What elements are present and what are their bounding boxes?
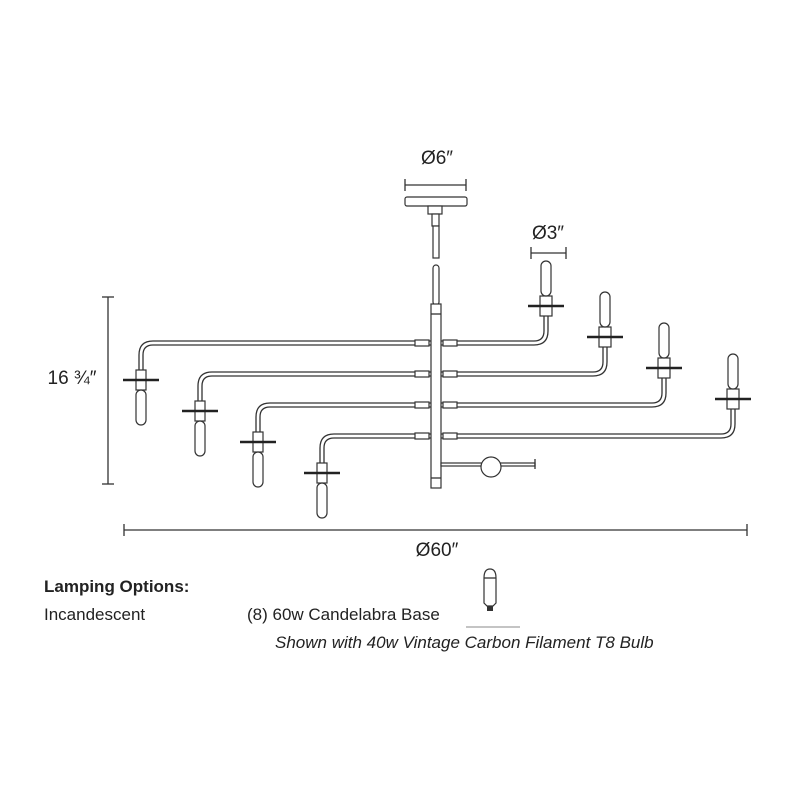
height-label: 16 ¾″ [48, 368, 97, 389]
arm-left [319, 433, 431, 463]
lamping-note: Shown with 40w Vintage Carbon Filament T… [275, 633, 654, 652]
coupler [414, 339, 430, 347]
lamping-type: Incandescent [44, 605, 146, 624]
bulb [658, 322, 670, 359]
coupler [442, 370, 458, 378]
coupler [442, 339, 458, 347]
lamping-spec: (8) 60w Candelabra Base [247, 605, 440, 624]
arm-right [441, 316, 549, 346]
canopy-dimension: Ø6″ [404, 148, 467, 191]
coupler [414, 432, 430, 440]
bulb [540, 260, 552, 297]
bulb [135, 389, 147, 426]
side-rod [440, 456, 536, 478]
arm-right [441, 409, 736, 439]
central-column [430, 303, 442, 489]
bulb [194, 420, 206, 457]
bulb [252, 451, 264, 488]
shade-diameter-label: Ø3″ [532, 223, 564, 244]
canopy-diameter-label: Ø6″ [421, 148, 453, 169]
bulb [599, 291, 611, 328]
arm-left [255, 402, 431, 432]
arm-left [138, 340, 431, 370]
canopy [404, 196, 468, 306]
arm-left [197, 371, 431, 401]
coupler [414, 401, 430, 409]
height-dimension: 16 ¾″ [48, 296, 114, 485]
arms [123, 260, 751, 519]
overall-diameter-label: Ø60″ [416, 540, 459, 561]
arm-right [441, 347, 608, 377]
shade-dimension: Ø3″ [530, 223, 567, 259]
coupler [442, 432, 458, 440]
arm-right [441, 378, 667, 408]
overall-dimension: Ø60″ [123, 524, 748, 561]
bulb [316, 482, 328, 519]
bulb [727, 353, 739, 390]
lamping-heading: Lamping Options: [44, 577, 190, 596]
coupler [414, 370, 430, 378]
coupler [442, 401, 458, 409]
